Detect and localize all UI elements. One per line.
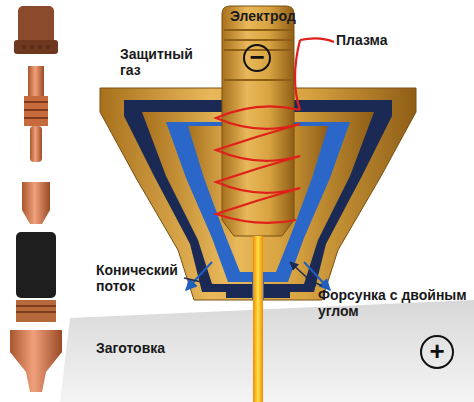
part-label: Заготовка [96,340,206,356]
polarity-sign: − [247,44,267,70]
part-label: Плазма [336,32,416,48]
part-label: Форсунка с двойным углом [318,287,468,319]
polarity-sign: + [427,338,447,364]
part-label: Электрод [230,8,320,24]
part-label: Конический поток [96,262,188,294]
part-label: Защитный газ [120,46,200,78]
